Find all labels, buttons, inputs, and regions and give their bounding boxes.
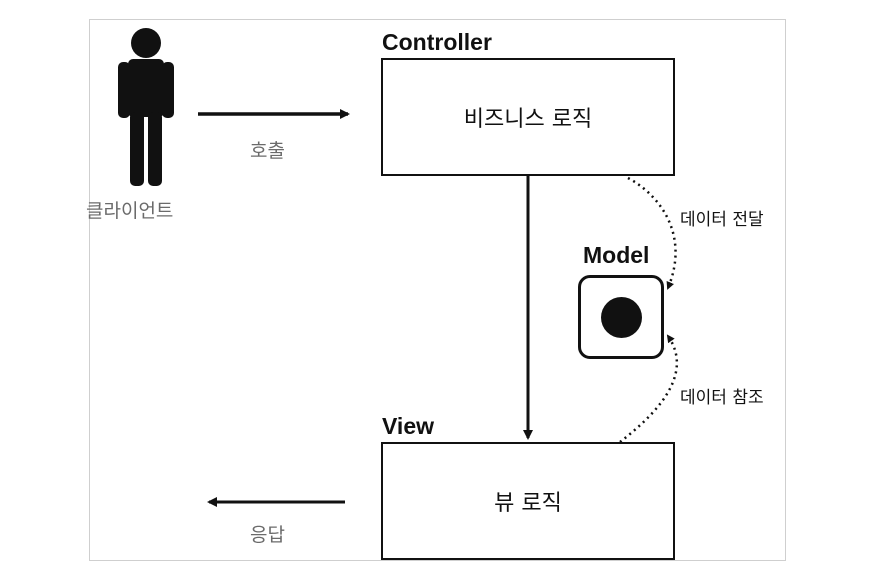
view-box: 뷰 로직 [381,442,675,560]
call-label: 호출 [250,140,285,162]
person-icon [118,28,174,186]
client-label: 클라이언트 [86,200,174,222]
data-reference-label: 데이터 참조 [680,388,764,408]
data-reference-arrow [619,334,679,443]
response-label: 응답 [250,524,285,546]
view-text: 뷰 로직 [494,491,562,516]
view-title: View [382,413,434,439]
controller-title: Controller [382,29,492,55]
data-transfer-label: 데이터 전달 [680,210,764,230]
model-title: Model [583,242,650,268]
controller-text: 비즈니스 로직 [463,107,593,132]
model-object-icon [601,297,642,338]
diagram-frame [89,19,786,561]
data-transfer-arrow [627,176,677,290]
model-box [578,275,664,359]
controller-box: 비즈니스 로직 [381,58,675,176]
